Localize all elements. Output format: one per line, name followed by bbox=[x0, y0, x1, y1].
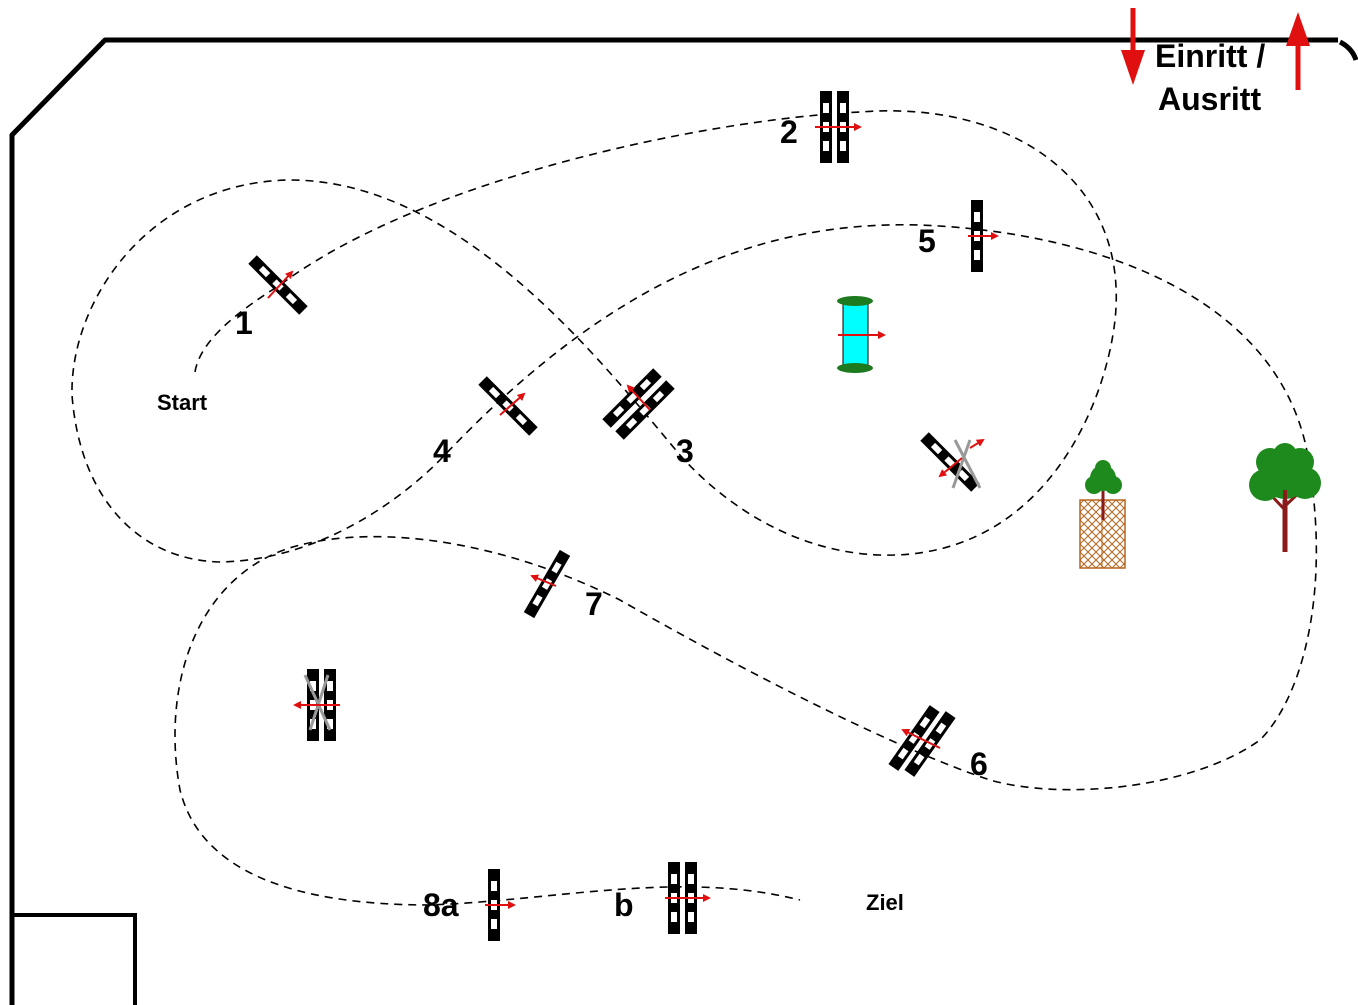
direction-arrow-6 bbox=[901, 729, 941, 749]
direction-arrow-3 bbox=[626, 384, 651, 411]
start-label: Start bbox=[157, 390, 208, 415]
exit-arrow-icon bbox=[1286, 12, 1310, 90]
arena-corner-box bbox=[12, 913, 137, 1005]
tree-icon bbox=[1249, 443, 1321, 552]
obstacle-4 bbox=[478, 376, 538, 436]
obstacle-6 bbox=[888, 705, 956, 777]
obstacle-7 bbox=[523, 549, 571, 619]
riding-path bbox=[71, 110, 1318, 906]
brick-wall-decoration bbox=[1079, 460, 1126, 569]
obstacle-label-1: 1 bbox=[235, 305, 253, 341]
obstacle-label-8b: b bbox=[614, 887, 634, 923]
obstacle-1 bbox=[248, 255, 308, 315]
entry-arrow-icon bbox=[1121, 8, 1145, 85]
obstacle-label-5: 5 bbox=[918, 223, 936, 259]
obstacle-label-4: 4 bbox=[433, 433, 451, 469]
direction-arrow-4 bbox=[499, 392, 526, 416]
obstacle-label-6: 6 bbox=[970, 746, 988, 782]
obstacle-label-2: 2 bbox=[780, 114, 798, 150]
arena-fence-right bbox=[1338, 39, 1358, 61]
crossed-obstacle-lower bbox=[293, 669, 340, 741]
entry-label-line2: Ausritt bbox=[1158, 81, 1261, 117]
arena-fence bbox=[9, 37, 1338, 1005]
water-obstacle bbox=[837, 296, 886, 373]
direction-arrow-1 bbox=[267, 270, 294, 299]
crossed-obstacle-upper bbox=[920, 432, 985, 492]
entry-label-line1: Einritt / bbox=[1155, 38, 1265, 74]
finish-label: Ziel bbox=[866, 890, 904, 915]
obstacle-3 bbox=[602, 368, 675, 440]
direction-arrow-7 bbox=[530, 574, 557, 587]
small-tree-icon bbox=[1085, 460, 1122, 520]
obstacle-label-3: 3 bbox=[676, 433, 694, 469]
obstacle-label-7: 7 bbox=[585, 586, 603, 622]
obstacle-label-8a: 8a bbox=[423, 887, 459, 923]
